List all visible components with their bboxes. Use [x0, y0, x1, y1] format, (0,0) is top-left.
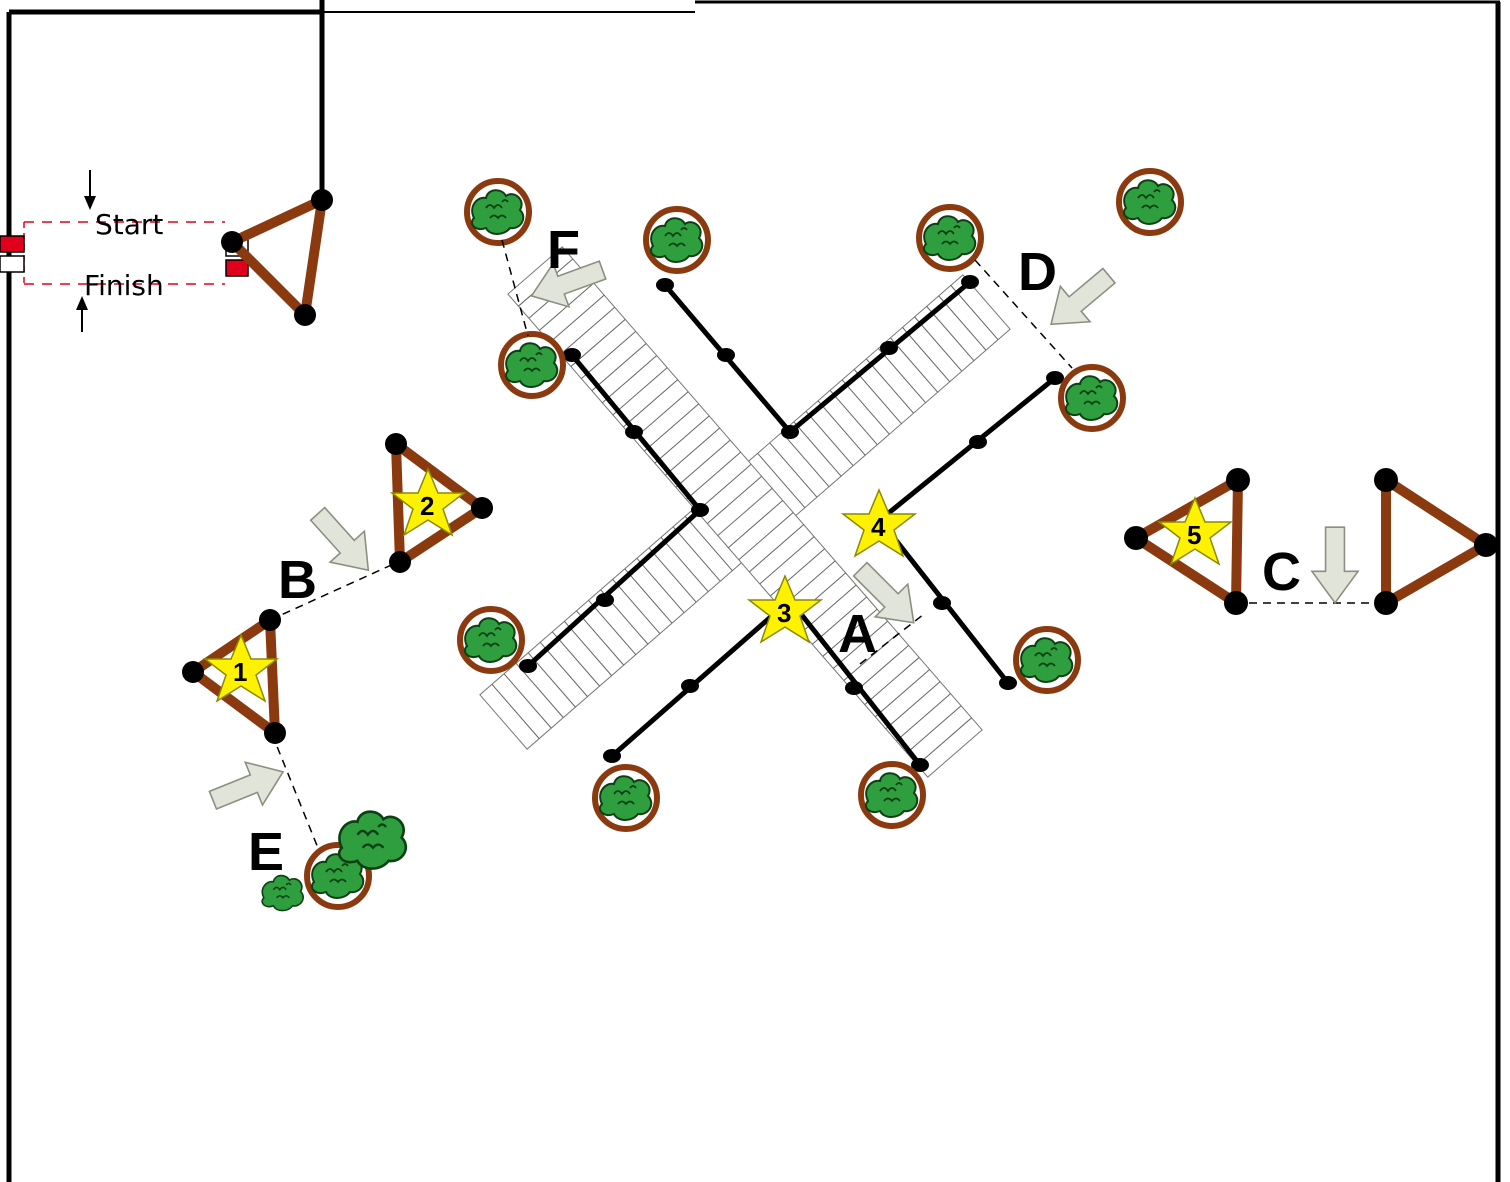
- potted-bush-icon: [460, 609, 522, 671]
- potted-bush-icon: [501, 334, 563, 396]
- star-checkpoint-4: 4: [842, 489, 916, 557]
- potted-bush-icon: [919, 207, 981, 269]
- potted-bush-icon: [1119, 171, 1181, 233]
- potted-bush-icon: [595, 767, 657, 829]
- triangle-obstacle-1: [182, 609, 286, 744]
- triangle-obstacle-c: [1374, 468, 1498, 615]
- start-triangle-obstacle: [221, 189, 333, 326]
- gate-label-b: B: [278, 550, 317, 610]
- direction-arrow-icon: [203, 749, 293, 823]
- star-number-2: 2: [420, 491, 434, 521]
- start-label: Start: [95, 208, 163, 241]
- cross-bridge: [479, 246, 1064, 778]
- star-checkpoint-2: 2: [391, 468, 465, 536]
- potted-bush-icon: [467, 181, 529, 243]
- start-finish-gate: Start Finish: [0, 170, 249, 332]
- star-number-5: 5: [1187, 520, 1201, 550]
- triangle-obstacle-2: [385, 433, 493, 573]
- finish-label: Finish: [84, 269, 164, 302]
- star-number-1: 1: [233, 657, 247, 687]
- star-checkpoint-5: 5: [1158, 497, 1232, 565]
- gate-label-d: D: [1018, 242, 1057, 302]
- potted-bush-icon: [1061, 367, 1123, 429]
- gate-label-a: A: [838, 604, 877, 664]
- star-number-3: 3: [777, 598, 791, 628]
- gate-lines: [269, 239, 1385, 849]
- potted-bush-icon: [861, 764, 923, 826]
- gate-label-e: E: [248, 822, 284, 882]
- gate-label-c: C: [1262, 542, 1301, 602]
- triangle-obstacle-5: [1124, 468, 1250, 615]
- star-checkpoint-3: 3: [748, 575, 822, 643]
- star-checkpoint-1: 1: [204, 634, 278, 702]
- gate-label-f: F: [547, 220, 580, 280]
- direction-arrow-icon: [1311, 526, 1359, 604]
- ring-border: [6, 0, 1501, 1182]
- potted-bush-icon: [1016, 629, 1078, 691]
- potted-bush-icon: [646, 209, 708, 271]
- star-number-4: 4: [871, 512, 886, 542]
- bush-icon: [337, 810, 408, 870]
